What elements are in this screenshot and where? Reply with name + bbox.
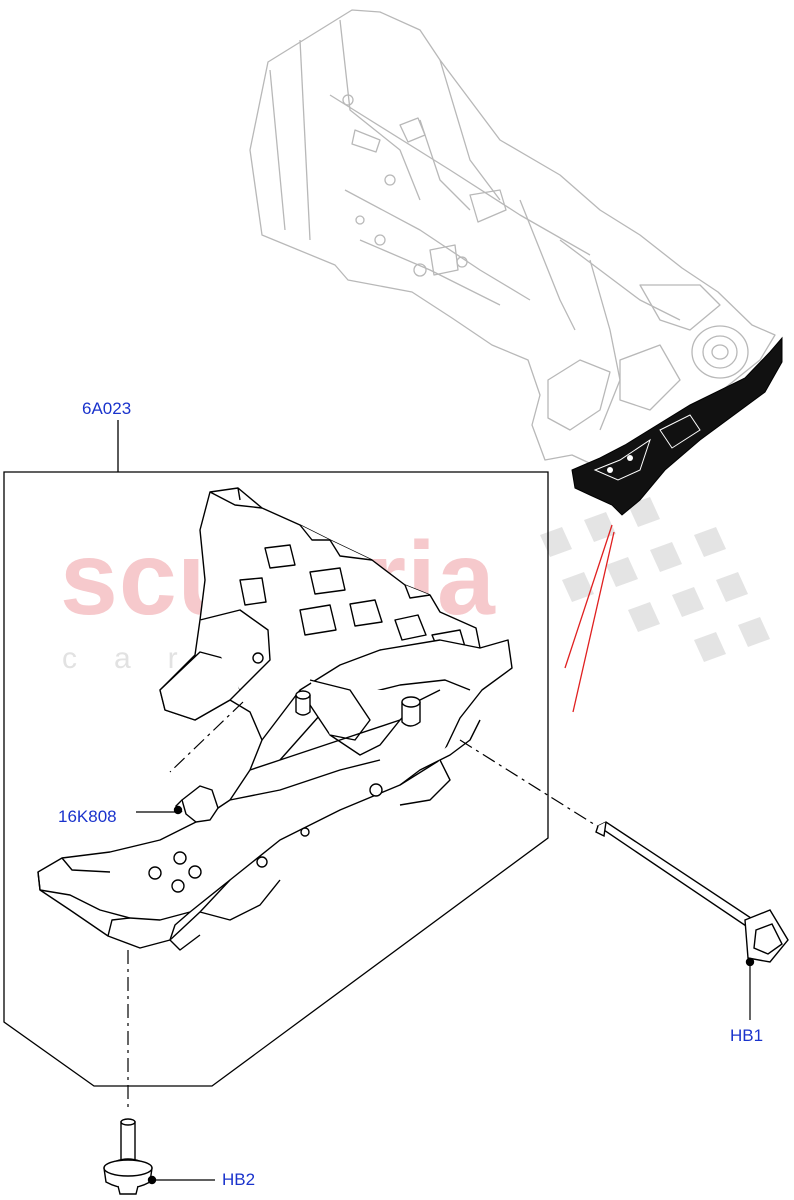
- callout-6a023[interactable]: 6A023: [82, 399, 132, 418]
- highlight-indicator-lines: [564, 524, 615, 713]
- bump-stop-part: [173, 785, 219, 823]
- callout-hb2[interactable]: HB2: [222, 1170, 256, 1189]
- bolt-hb2: [103, 1118, 157, 1195]
- crossmember-bracket: [37, 487, 513, 951]
- assembly-frame: [3, 420, 549, 1087]
- callout-16k808[interactable]: 16K808: [58, 807, 117, 826]
- leader-lines: [127, 701, 751, 1181]
- bolt-hb1: [595, 821, 789, 967]
- transmission-assembly: [249, 9, 776, 469]
- transmission-mount-highlight: [571, 336, 783, 516]
- callout-hb1[interactable]: HB1: [730, 1026, 764, 1045]
- watermark-checkered-flag: [540, 497, 770, 662]
